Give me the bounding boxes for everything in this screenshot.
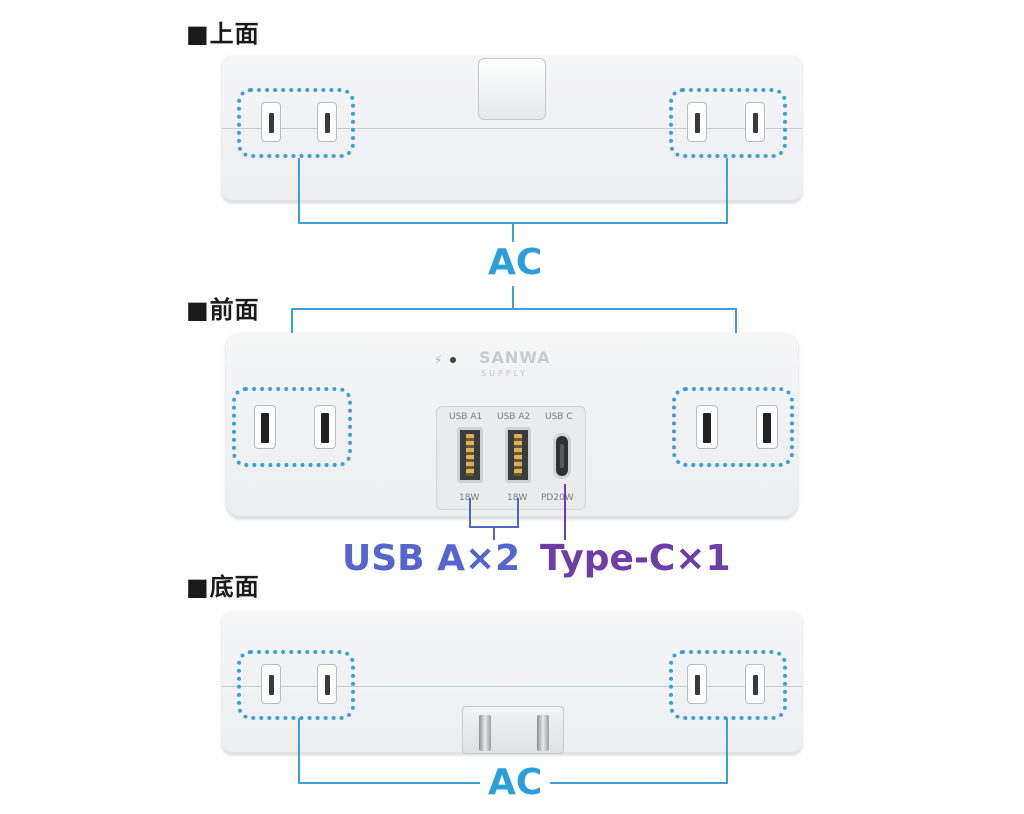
plug-prong: [537, 715, 549, 751]
brand-logo: SANWA: [479, 348, 551, 367]
connector-line-top: [298, 158, 728, 224]
ac-outlet-top-right: [669, 88, 787, 158]
outlet-slot: [254, 405, 276, 449]
outlet-slot: [687, 102, 707, 142]
ac-outlet-front-right: [672, 387, 794, 467]
connector-line-usb-a: [469, 498, 519, 528]
outlet-slot: [687, 664, 707, 704]
outlet-slot: [261, 102, 281, 142]
plug-hinge: [478, 58, 546, 120]
lightning-icon: ⚡: [434, 353, 443, 367]
outlet-slot: [696, 405, 718, 449]
usb-a2-label: USB A2: [497, 412, 531, 422]
ac-outlet-top-left: [237, 88, 355, 158]
section-title-top: ■上面: [186, 20, 260, 48]
outlet-slot: [261, 664, 281, 704]
connector-line-type-c: [564, 484, 566, 540]
ac-outlet-front-left: [232, 387, 352, 467]
connector-stem-usb-a: [493, 528, 495, 540]
usb-a-callout: USB A×2: [342, 538, 521, 579]
folding-plug: [462, 706, 564, 754]
ac-label-bottom: AC: [480, 762, 551, 803]
connector-stem-top: [512, 224, 514, 246]
brand-logo-sub: SUPPLY: [481, 369, 528, 378]
usb-c-power: PD20W: [541, 493, 574, 503]
type-c-callout: Type-C×1: [540, 538, 731, 579]
section-title-front: ■前面: [186, 296, 260, 324]
power-led-indicator: [450, 357, 456, 363]
outlet-slot: [314, 405, 336, 449]
outlet-slot: [745, 102, 765, 142]
usb-a1-port: [457, 427, 483, 483]
ac-label-top: AC: [480, 242, 551, 283]
section-title-bottom: ■底面: [186, 573, 260, 601]
outlet-slot: [756, 405, 778, 449]
seam-line: [222, 686, 802, 687]
outlet-slot: [317, 664, 337, 704]
outlet-slot: [317, 102, 337, 142]
plug-prong: [479, 715, 491, 751]
ac-outlet-bottom-right: [669, 650, 787, 720]
outlet-slot: [745, 664, 765, 704]
connector-stem-front: [512, 286, 514, 308]
usb-c-port: [553, 433, 571, 479]
usb-port-panel: USB A1 USB A2 USB C 18W 18W PD20W: [436, 406, 586, 510]
ac-outlet-bottom-left: [237, 650, 355, 720]
usb-a2-port: [505, 427, 531, 483]
seam-line: [222, 128, 802, 129]
usb-a1-label: USB A1: [449, 412, 483, 422]
usb-c-label: USB C: [545, 412, 573, 422]
